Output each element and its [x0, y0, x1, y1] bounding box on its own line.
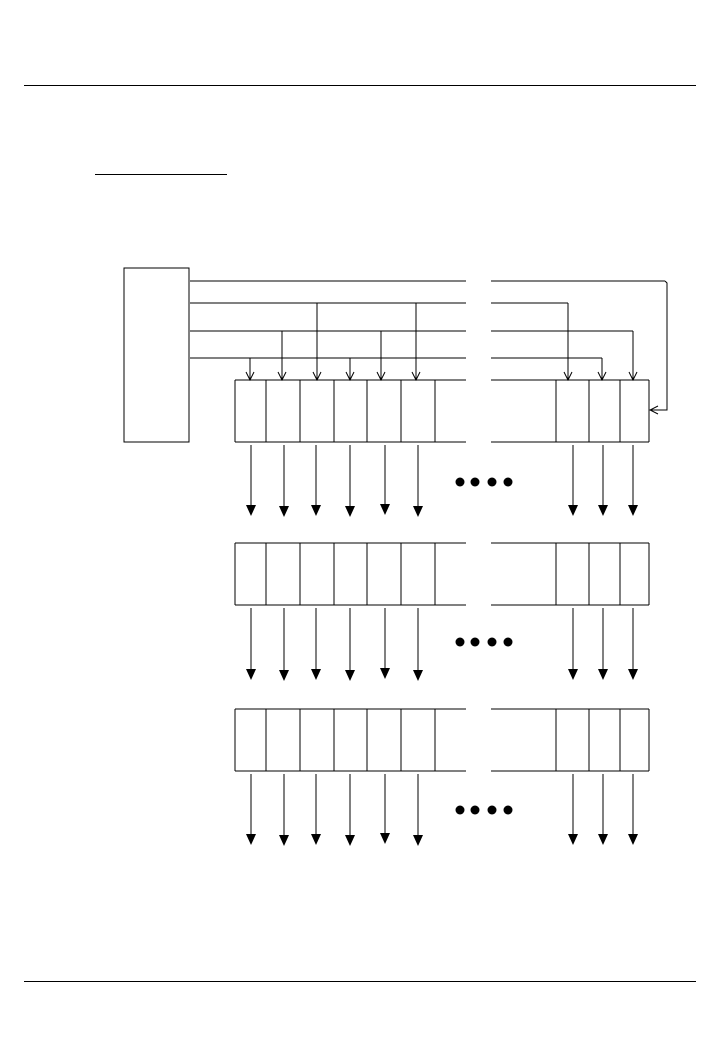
ellipsis-dot	[455, 637, 465, 647]
ellipsis-dot	[487, 477, 497, 487]
register-row	[234, 708, 650, 772]
output-arrow-head	[279, 506, 289, 517]
ellipsis-dots	[455, 477, 513, 815]
output-arrow-head	[345, 670, 355, 681]
ellipsis-dot	[470, 805, 480, 815]
output-arrow-head	[279, 670, 289, 681]
ellipsis-dot	[455, 477, 465, 487]
output-arrow-head	[628, 834, 638, 845]
output-arrow-head	[568, 834, 578, 845]
ellipsis-dot	[487, 637, 497, 647]
output-arrow-head	[628, 505, 638, 516]
select-bus	[190, 280, 668, 410]
output-arrow-head	[568, 669, 578, 680]
feedback-line	[650, 280, 668, 410]
output-arrow-head	[628, 669, 638, 680]
output-arrow-head	[246, 669, 256, 680]
ellipsis-dot	[487, 805, 497, 815]
output-arrow-head	[246, 505, 256, 516]
output-arrow-head	[598, 834, 608, 845]
header-rule	[24, 85, 696, 86]
output-arrow-head	[246, 834, 256, 845]
ellipsis-dot	[503, 637, 513, 647]
output-arrow-head	[380, 504, 390, 515]
output-arrow-head	[311, 669, 321, 680]
controller-block	[123, 267, 190, 443]
register-row	[234, 542, 650, 606]
output-arrow-head	[380, 668, 390, 679]
output-arrow-head	[413, 670, 423, 681]
ellipsis-dot	[470, 637, 480, 647]
output-arrow-head	[311, 834, 321, 845]
output-arrow-head	[413, 835, 423, 846]
output-arrow-head	[345, 835, 355, 846]
ellipsis-dot	[503, 477, 513, 487]
ellipsis-dot	[455, 805, 465, 815]
register-row	[234, 379, 650, 443]
output-arrow-head	[279, 835, 289, 846]
ellipsis-dot	[470, 477, 480, 487]
output-arrow-head	[598, 669, 608, 680]
ellipsis-dot	[503, 805, 513, 815]
title-underline	[95, 174, 227, 175]
output-arrow-head	[413, 506, 423, 517]
output-arrow-head	[345, 506, 355, 517]
output-arrow-head	[380, 833, 390, 844]
output-arrow-head	[568, 505, 578, 516]
output-arrows	[246, 445, 638, 846]
register-rows	[234, 379, 650, 772]
footer-rule	[24, 981, 696, 982]
output-arrow-head	[598, 505, 608, 516]
output-arrow-head	[311, 505, 321, 516]
